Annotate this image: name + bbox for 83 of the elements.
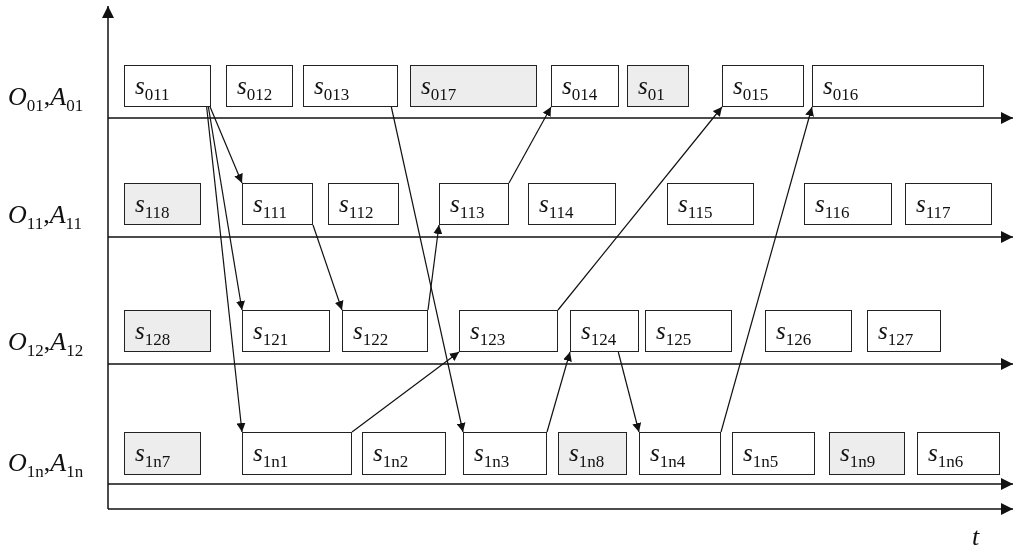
task-label: s$_{127}$ bbox=[878, 317, 914, 350]
task-box bbox=[867, 310, 941, 352]
task-label: s$_{017}$ bbox=[421, 72, 457, 105]
task-box bbox=[226, 65, 293, 107]
arrow bbox=[312, 224, 344, 311]
task-box bbox=[765, 310, 852, 352]
task-label: s$_{116}$ bbox=[815, 190, 850, 223]
task-label: s$_{1n9}$ bbox=[840, 439, 876, 472]
task-label: s$_{01}$ bbox=[638, 72, 665, 105]
task-label: s$_{014}$ bbox=[562, 72, 598, 105]
task-box bbox=[362, 432, 446, 475]
task-box bbox=[829, 432, 905, 475]
task-label: s$_{111}$ bbox=[253, 190, 287, 223]
task-box bbox=[528, 183, 616, 225]
row-label: O$_{01}$,A$_{01}$ bbox=[8, 82, 84, 117]
task-label: s$_{128}$ bbox=[135, 317, 171, 350]
task-box bbox=[905, 183, 992, 225]
task-box bbox=[439, 183, 509, 225]
task-box bbox=[570, 310, 639, 352]
task-label: s$_{112}$ bbox=[339, 190, 374, 223]
task-label: s$_{1n3}$ bbox=[474, 439, 510, 472]
task-label: s$_{016}$ bbox=[823, 72, 859, 105]
task-box bbox=[917, 432, 1000, 475]
task-label: s$_{114}$ bbox=[539, 190, 574, 223]
task-box bbox=[639, 432, 721, 475]
task-box bbox=[303, 65, 398, 107]
task-label: s$_{115}$ bbox=[678, 190, 713, 223]
task-box bbox=[342, 310, 428, 352]
task-label: s$_{126}$ bbox=[776, 317, 812, 350]
task-label: s$_{124}$ bbox=[581, 317, 617, 350]
task-box bbox=[722, 65, 804, 107]
task-label: s$_{1n1}$ bbox=[253, 439, 289, 472]
arrow bbox=[207, 106, 245, 311]
task-box bbox=[627, 65, 689, 107]
task-box bbox=[124, 310, 211, 352]
task-label: s$_{1n6}$ bbox=[928, 439, 964, 472]
arrow bbox=[209, 106, 243, 184]
arrow bbox=[720, 106, 814, 433]
task-box bbox=[124, 183, 201, 225]
task-box bbox=[124, 65, 211, 107]
task-label: s$_{125}$ bbox=[656, 317, 692, 350]
task-label: s$_{011}$ bbox=[135, 72, 170, 105]
task-box bbox=[328, 183, 399, 225]
task-label: s$_{015}$ bbox=[733, 72, 769, 105]
task-box bbox=[551, 65, 619, 107]
task-box bbox=[242, 310, 330, 352]
task-label: s$_{117}$ bbox=[916, 190, 951, 223]
task-box bbox=[667, 183, 754, 225]
arrow bbox=[508, 106, 552, 184]
task-label: s$_{1n5}$ bbox=[743, 439, 779, 472]
arrow bbox=[557, 106, 723, 311]
arrow bbox=[206, 106, 246, 433]
task-box bbox=[410, 65, 537, 107]
arrow bbox=[351, 351, 460, 433]
task-label: s$_{122}$ bbox=[353, 317, 389, 350]
arrow bbox=[546, 351, 572, 433]
row-label: O$_{11}$,A$_{11}$ bbox=[8, 200, 82, 235]
task-label: s$_{1n4}$ bbox=[650, 439, 686, 472]
task-label: s$_{1n7}$ bbox=[135, 439, 171, 472]
arrow bbox=[427, 224, 443, 311]
task-label: s$_{013}$ bbox=[314, 72, 350, 105]
row-label: O$_{1n}$,A$_{1n}$ bbox=[8, 448, 84, 483]
task-box bbox=[558, 432, 627, 475]
task-box bbox=[463, 432, 547, 475]
task-box bbox=[804, 183, 892, 225]
task-box bbox=[242, 432, 352, 475]
task-label: s$_{118}$ bbox=[135, 190, 170, 223]
task-box bbox=[459, 310, 558, 352]
task-label: s$_{121}$ bbox=[253, 317, 289, 350]
task-label: s$_{1n8}$ bbox=[569, 439, 605, 472]
task-box bbox=[124, 432, 201, 475]
task-box bbox=[812, 65, 984, 107]
task-box bbox=[732, 432, 815, 475]
arrow bbox=[390, 106, 466, 433]
task-label: s$_{113}$ bbox=[450, 190, 485, 223]
axis-label: t bbox=[972, 522, 980, 552]
task-label: s$_{012}$ bbox=[237, 72, 273, 105]
task-box bbox=[645, 310, 732, 352]
row-label: O$_{12}$,A$_{12}$ bbox=[8, 327, 84, 362]
task-label: s$_{123}$ bbox=[470, 317, 506, 350]
arrow bbox=[617, 351, 642, 433]
task-label: s$_{1n2}$ bbox=[373, 439, 409, 472]
task-box bbox=[242, 183, 313, 225]
